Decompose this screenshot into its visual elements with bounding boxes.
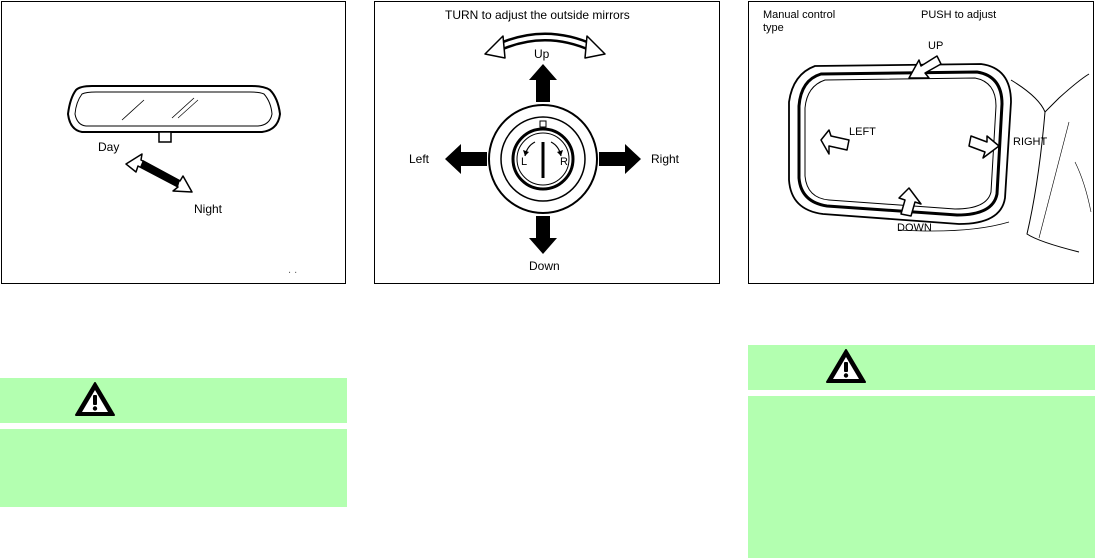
warning-header	[0, 378, 347, 423]
push-left-arrow-icon	[820, 129, 850, 155]
manual-down-label: DOWN	[897, 222, 932, 234]
down-label: Down	[529, 259, 560, 273]
warning-triangle-icon	[75, 382, 115, 416]
left-arrow-icon	[445, 144, 487, 174]
mirror-switch-figure: TURN to adjust the outside mirrors Up Do…	[374, 1, 720, 284]
push-down-arrow-icon	[898, 187, 922, 217]
night-label: Night	[194, 202, 223, 216]
warning-triangle-icon	[826, 349, 866, 383]
left-label: Left	[409, 152, 430, 166]
warning-body	[0, 429, 347, 507]
right-label: Right	[651, 152, 680, 166]
turn-caption: TURN to adjust the outside mirrors	[445, 8, 630, 22]
rearview-mirror-drawing	[66, 85, 282, 193]
up-arrow-icon	[529, 64, 557, 102]
manual-right-label: RIGHT	[1013, 136, 1048, 148]
day-label: Day	[98, 140, 120, 154]
warning-body	[748, 396, 1095, 558]
right-arrow-icon	[599, 144, 641, 174]
rearview-mirror-figure: Day Night . .	[1, 1, 346, 284]
turn-arrow-icon	[484, 32, 606, 59]
push-up-arrow-icon	[908, 55, 942, 79]
manual-mirror-drawing	[788, 55, 1092, 253]
manual-mirror-figure: Manual control type PUSH to adjust UP LE…	[748, 1, 1094, 284]
warning-header	[748, 345, 1095, 390]
print-specks: . .	[288, 264, 298, 276]
knob-l-label: L	[521, 156, 528, 168]
type-line2-label: type	[763, 22, 784, 34]
push-right-arrow-icon	[968, 135, 1000, 159]
day-night-arrow-icon	[125, 153, 193, 193]
up-label: Up	[534, 47, 550, 61]
manual-left-label: LEFT	[849, 126, 876, 138]
knob-r-label: R	[560, 156, 568, 168]
type-line1-label: Manual control	[763, 9, 836, 21]
manual-up-label: UP	[928, 40, 944, 52]
mirror-switch-drawing	[445, 32, 641, 254]
push-caption: PUSH to adjust	[921, 9, 997, 21]
down-arrow-icon	[529, 216, 557, 254]
